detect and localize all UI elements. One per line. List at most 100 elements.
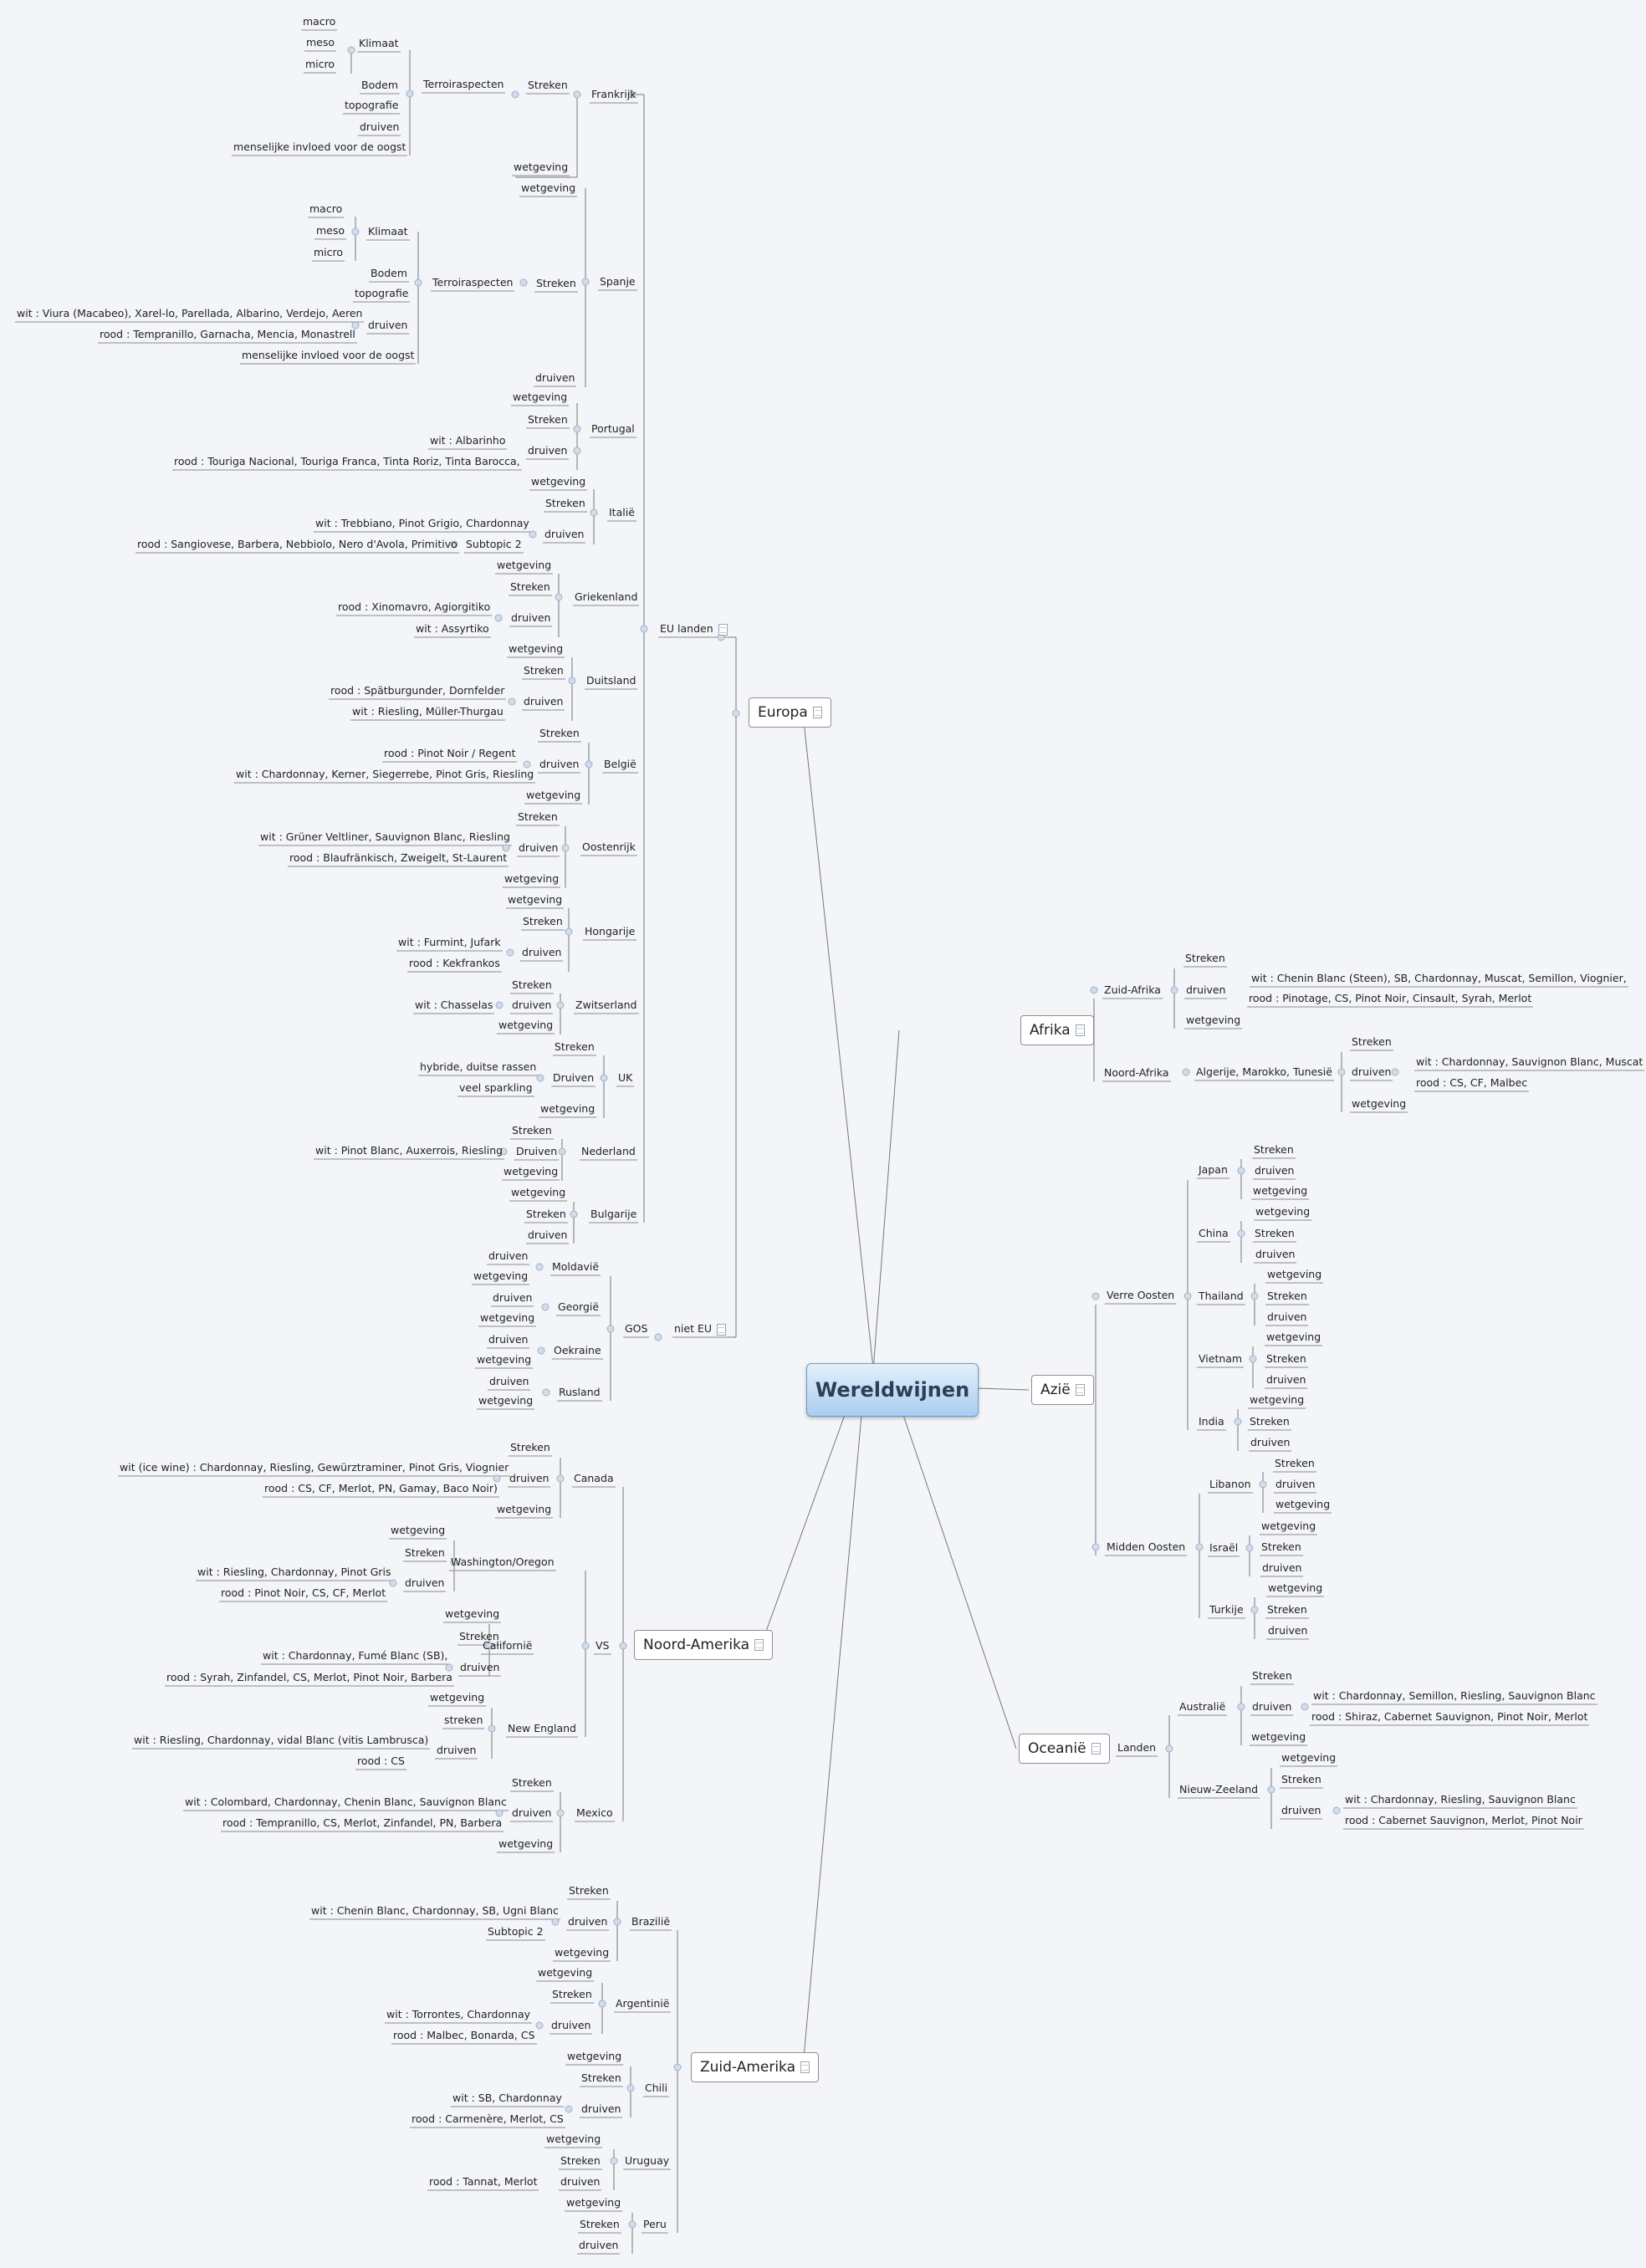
topic-brazilie[interactable]: Brazilië	[631, 1913, 670, 1930]
topic-druiven[interactable]: druiven	[560, 2174, 600, 2190]
topic-midden-oosten[interactable]: Midden Oosten	[1107, 1539, 1185, 1555]
topic-oceanie[interactable]: Oceanië	[1019, 1734, 1110, 1764]
topic-argentinie[interactable]: Argentinië	[616, 1995, 669, 2012]
collapse-toggle[interactable]	[1090, 986, 1098, 994]
topic-afrika[interactable]: Afrika	[1020, 1015, 1094, 1045]
topic-frankrijk[interactable]: Frankrijk	[591, 86, 636, 103]
topic-rood-syrah-zinfandel-cs-merlot-pinot-noi[interactable]: rood : Syrah, Zinfandel, CS, Merlot, Pin…	[166, 1669, 452, 1686]
collapse-toggle[interactable]	[535, 2021, 544, 2030]
collapse-toggle[interactable]	[1170, 986, 1178, 994]
topic-druiven[interactable]: druiven	[551, 2017, 590, 2034]
collapse-toggle[interactable]	[1237, 1229, 1245, 1238]
topic-wit-chardonnay-sauvignon-blanc-muscat[interactable]: wit : Chardonnay, Sauvignon Blanc, Musca…	[1416, 1054, 1643, 1070]
topic-thailand[interactable]: Thailand	[1199, 1288, 1244, 1305]
topic-topografie[interactable]: topografie	[345, 97, 398, 114]
topic-druiven[interactable]: druiven	[1255, 1246, 1295, 1263]
topic-streken[interactable]: Streken	[510, 1439, 550, 1456]
topic-nieuw-zeeland[interactable]: Nieuw-Zeeland	[1179, 1781, 1258, 1798]
collapse-toggle[interactable]	[561, 844, 570, 852]
topic-klimaat[interactable]: Klimaat	[359, 35, 399, 52]
topic-china[interactable]: China	[1199, 1225, 1229, 1242]
topic-hongarije[interactable]: Hongarije	[585, 923, 635, 940]
collapse-toggle[interactable]	[640, 625, 648, 633]
topic-wetgeving[interactable]: wetgeving	[1268, 1580, 1322, 1596]
topic-wetgeving[interactable]: wetgeving	[508, 891, 562, 908]
topic-meso[interactable]: meso	[316, 222, 345, 239]
topic-wetgeving[interactable]: wetgeving	[445, 1606, 499, 1622]
topic-streken[interactable]: Streken	[510, 579, 550, 595]
topic-druiven[interactable]: druiven	[460, 1659, 499, 1676]
topic-streken[interactable]: Streken	[512, 977, 552, 994]
topic-druiven[interactable]: druiven	[488, 1248, 528, 1264]
topic-wit-riesling-chardonnay-pinot-gris[interactable]: wit : Riesling, Chardonnay, Pinot Gris	[197, 1564, 391, 1581]
topic-druiven[interactable]: druiven	[528, 1227, 567, 1244]
topic-wit-furmint-jufark[interactable]: wit : Furmint, Jufark	[398, 934, 501, 951]
topic-druiven[interactable]: Druiven	[553, 1070, 594, 1086]
topic-wetgeving[interactable]: wetgeving	[497, 557, 551, 574]
collapse-toggle[interactable]	[351, 321, 360, 329]
topic-druiven[interactable]: druiven	[539, 756, 579, 773]
topic-streken[interactable]: Streken	[552, 1986, 592, 2003]
topic-wetgeving[interactable]: wetgeving	[1255, 1203, 1310, 1220]
topic-wit-ice-wine-chardonnay-riesling-gewurzt[interactable]: wit (ice wine) : Chardonnay, Riesling, G…	[120, 1459, 509, 1476]
collapse-toggle[interactable]	[556, 1474, 565, 1483]
note-icon[interactable]	[1075, 1024, 1085, 1036]
topic-wit-colombard-chardonnay-chenin-blanc-sa[interactable]: wit : Colombard, Chardonnay, Chenin Blan…	[185, 1794, 507, 1811]
collapse-toggle[interactable]	[732, 709, 740, 718]
topic-peru[interactable]: Peru	[643, 2216, 667, 2233]
topic-wetgeving[interactable]: wetgeving	[504, 871, 559, 887]
collapse-toggle[interactable]	[1091, 1543, 1100, 1551]
topic-streken[interactable]: Streken	[1255, 1225, 1295, 1242]
topic-uruguay[interactable]: Uruguay	[625, 2153, 669, 2169]
topic-wetgeving[interactable]: wetgeving	[473, 1268, 528, 1285]
topic-druiven[interactable]: druiven	[1252, 1698, 1291, 1715]
topic-druiven[interactable]: druiven	[511, 610, 550, 626]
topic-streken[interactable]: Streken	[555, 1039, 595, 1055]
topic-wit-albarinho[interactable]: wit : Albarinho	[430, 432, 505, 449]
topic-uk[interactable]: UK	[618, 1070, 632, 1086]
topic-libanon[interactable]: Libanon	[1209, 1476, 1251, 1493]
topic-wit-sb-chardonnay[interactable]: wit : SB, Chardonnay	[452, 2090, 562, 2107]
topic-wit-chardonnay-fume-blanc-sb[interactable]: wit : Chardonnay, Fumé Blanc (SB),	[263, 1647, 447, 1664]
collapse-toggle[interactable]	[523, 760, 531, 769]
topic-wit-pinot-blanc-auxerrois-riesling[interactable]: wit : Pinot Blanc, Auxerrois, Riesling	[315, 1142, 503, 1159]
topic-noord-afrika[interactable]: Noord-Afrika	[1104, 1065, 1169, 1081]
topic-streken[interactable]: Streken	[580, 2216, 620, 2233]
collapse-toggle[interactable]	[499, 1147, 508, 1156]
topic-meso[interactable]: meso	[306, 34, 335, 51]
collapse-toggle[interactable]	[351, 227, 360, 236]
topic-duitsland[interactable]: Duitsland	[586, 672, 636, 689]
topic-rood-tannat-merlot[interactable]: rood : Tannat, Merlot	[429, 2174, 537, 2190]
topic-wetgeving[interactable]: wetgeving	[504, 1163, 558, 1180]
topic-druiven[interactable]: druiven	[1255, 1162, 1294, 1179]
topic-canada[interactable]: Canada	[574, 1470, 614, 1487]
topic-noord-amerika[interactable]: Noord-Amerika	[634, 1630, 774, 1660]
topic-spanje[interactable]: Spanje	[600, 273, 636, 290]
topic-streken[interactable]: Streken	[1252, 1668, 1292, 1684]
topic-streken[interactable]: Streken	[512, 1122, 552, 1139]
topic-italie[interactable]: Italië	[609, 504, 635, 521]
collapse-toggle[interactable]	[606, 1325, 615, 1333]
topic-wit-assyrtiko[interactable]: wit : Assyrtiko	[416, 621, 489, 637]
topic-veel-sparkling[interactable]: veel sparkling	[459, 1080, 533, 1096]
topic-zuid-afrika[interactable]: Zuid-Afrika	[1104, 982, 1161, 999]
topic-druiven[interactable]: druiven	[1352, 1064, 1391, 1080]
topic-druiven[interactable]: druiven	[535, 370, 575, 386]
topic-macro[interactable]: macro	[309, 201, 342, 217]
topic-wetgeving[interactable]: wetgeving	[478, 1392, 533, 1409]
collapse-toggle[interactable]	[1195, 1543, 1204, 1551]
topic-wetgeving[interactable]: wetgeving	[538, 1964, 592, 1981]
topic-zwitserland[interactable]: Zwitserland	[575, 997, 637, 1014]
topic-rood-carmenere-merlot-cs[interactable]: rood : Carmenère, Merlot, CS	[412, 2111, 564, 2128]
topic-streken[interactable]: Streken	[569, 1882, 609, 1899]
topic-menselijke-invloed-voor-de-oogst[interactable]: menselijke invloed voor de oogst	[242, 347, 414, 364]
collapse-toggle[interactable]	[1259, 1480, 1267, 1489]
topic-zuid-amerika[interactable]: Zuid-Amerika	[691, 2052, 820, 2082]
note-icon[interactable]	[1075, 1384, 1085, 1396]
note-icon[interactable]	[1091, 1743, 1101, 1755]
topic-rood-pinotage-cs-pinot-noir-cinsault-syr[interactable]: rood : Pinotage, CS, Pinot Noir, Cinsaul…	[1249, 990, 1531, 1007]
topic-algerije-marokko-tunesie[interactable]: Algerije, Marokko, Tunesië	[1196, 1064, 1332, 1080]
topic-israel[interactable]: Israël	[1209, 1540, 1238, 1556]
topic-rood-shiraz-cabernet-sauvignon-pinot-noi[interactable]: rood : Shiraz, Cabernet Sauvignon, Pinot…	[1311, 1709, 1587, 1725]
topic-druiven[interactable]: druiven	[1250, 1434, 1290, 1451]
